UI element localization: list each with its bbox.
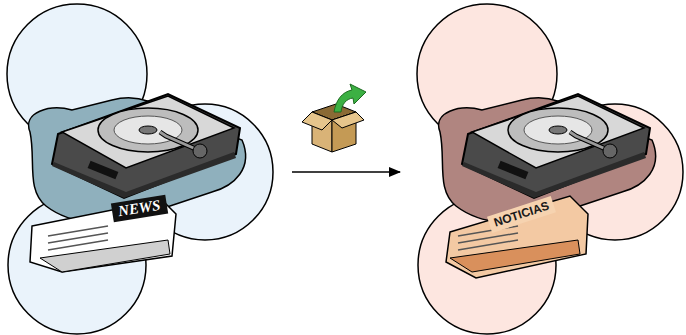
move-box-icon [302,84,366,152]
hard-drive [462,94,650,198]
flow-arrow [292,171,400,173]
storage-cluster: NOTICIAS [410,0,686,335]
newspaper-rule [458,240,518,250]
newspaper-rule [48,240,108,250]
storage-cluster: NEWS [0,0,282,335]
newspaper [446,196,588,278]
cluster-illustration [410,0,686,335]
newspaper-fold [450,240,580,272]
hard-drive [52,94,240,198]
newspaper-fold [40,240,170,272]
cluster-illustration [0,0,282,335]
